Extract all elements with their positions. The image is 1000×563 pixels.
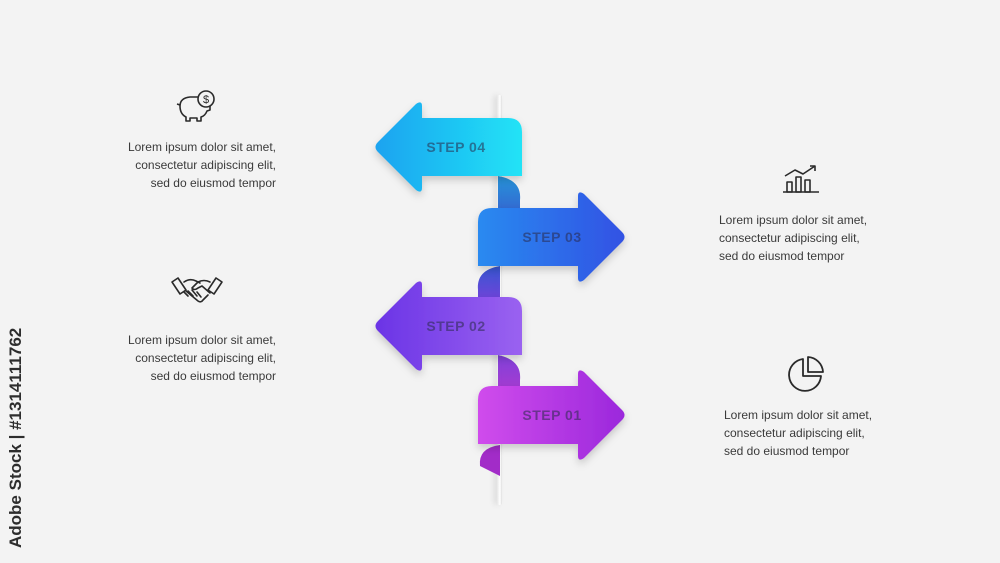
step-04-description: Lorem ipsum dolor sit amet, consectetur … [86, 138, 276, 192]
ribbon-fold-04-03 [498, 176, 521, 212]
step-04-arrow [375, 102, 522, 192]
piggy-bank-icon: $ [174, 86, 218, 126]
step-02-text-line-3: sed do eiusmod tempor [150, 369, 276, 383]
handshake-icon [170, 270, 224, 310]
svg-text:$: $ [203, 94, 209, 106]
step-02-arrow [375, 281, 522, 371]
step-01-label: STEP 01 [522, 407, 581, 423]
step-02-text-line-2: consectetur adipiscing elit, [135, 351, 276, 365]
step-04-text-line-2: consectetur adipiscing elit, [135, 158, 276, 172]
step-01-text-line-1: Lorem ipsum dolor sit amet, [724, 408, 873, 422]
step-01-text-line-2: consectetur adipiscing elit, [724, 426, 865, 440]
step-03-label: STEP 03 [522, 229, 581, 245]
step-03-text-line-1: Lorem ipsum dolor sit amet, [719, 213, 868, 227]
step-01-text-line-3: sed do eiusmod tempor [724, 444, 850, 458]
ribbon-tail [479, 445, 500, 476]
ribbon-fold-02-01 [498, 355, 521, 390]
ribbon-fold-03-02 [477, 266, 500, 300]
step-01-arrow [478, 370, 625, 460]
step-04-label: STEP 04 [426, 139, 485, 155]
step-03-description: Lorem ipsum dolor sit amet, consectetur … [719, 211, 909, 265]
step-04-text-line-3: sed do eiusmod tempor [150, 176, 276, 190]
step-01-description: Lorem ipsum dolor sit amet, consectetur … [724, 406, 914, 460]
step-02-label: STEP 02 [426, 318, 485, 334]
pie-chart-icon [783, 354, 827, 394]
step-02-description: Lorem ipsum dolor sit amet, consectetur … [86, 331, 276, 385]
bar-chart-growth-icon [779, 160, 823, 200]
step-03-text-line-3: sed do eiusmod tempor [719, 249, 845, 263]
step-03-arrow [478, 192, 625, 282]
stock-id-watermark: Adobe Stock | #1314111762 [6, 327, 25, 548]
step-03-text-line-2: consectetur adipiscing elit, [719, 231, 860, 245]
step-04-text-line-1: Lorem ipsum dolor sit amet, [127, 140, 276, 154]
step-02-text-line-1: Lorem ipsum dolor sit amet, [127, 333, 276, 347]
